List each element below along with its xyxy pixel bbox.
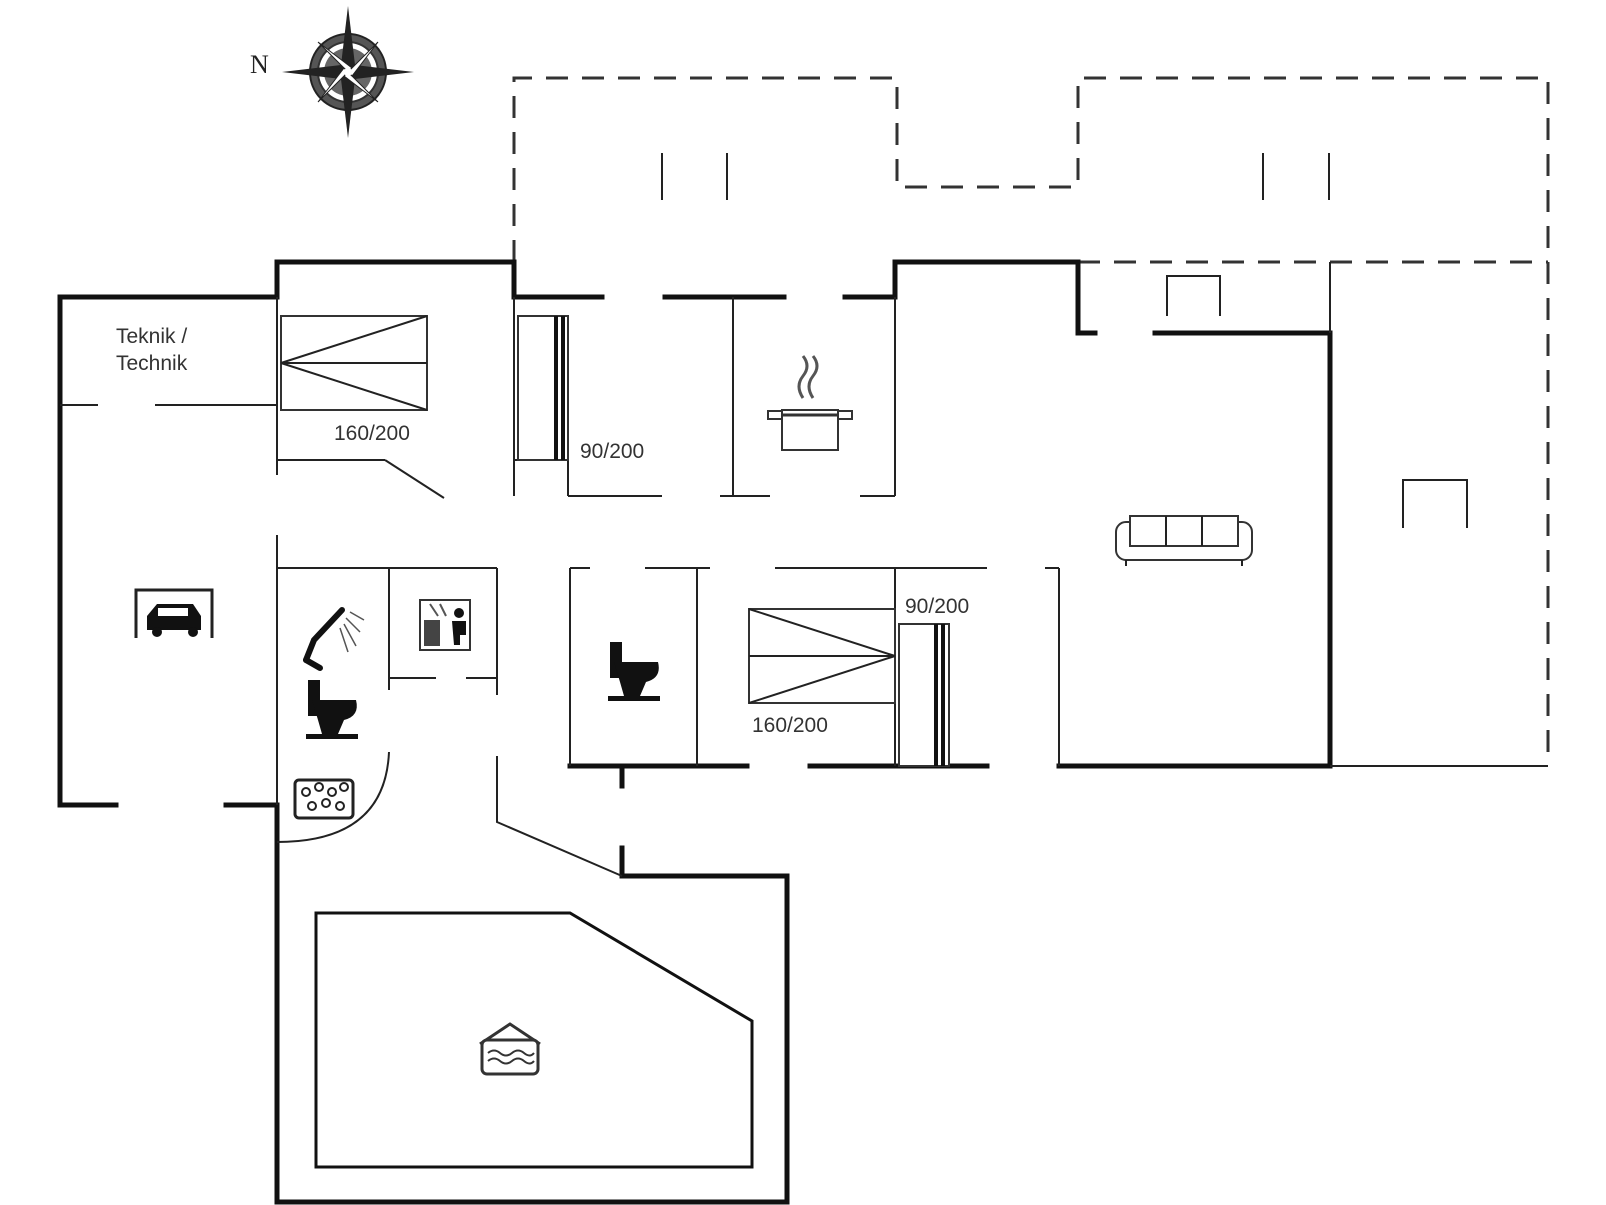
technik-room-label: Teknik / Technik <box>116 325 188 375</box>
garage-car-icon <box>134 588 214 638</box>
bed-size-label: 90/200 <box>580 440 644 463</box>
chair-icon <box>1402 479 1468 528</box>
bed-size-label: 160/200 <box>752 714 828 737</box>
north-label: N <box>250 50 269 79</box>
interior-walls <box>60 297 1060 843</box>
technik-label-line1: Teknik / <box>116 325 187 348</box>
cooking-pot-icon <box>767 355 853 451</box>
sofa-icon <box>1115 515 1253 566</box>
sauna-icon <box>419 599 471 651</box>
bed-size-label: 90/200 <box>905 595 969 618</box>
single-bed-icon: 90/200 <box>898 595 969 767</box>
single-bed-icon: 90/200 <box>517 315 644 463</box>
indoor-pool-icon <box>479 1022 541 1076</box>
whirlpool-icon <box>293 778 355 820</box>
bed-size-label: 160/200 <box>334 422 410 445</box>
compass-rose-icon: N <box>250 6 414 138</box>
toilet-icon <box>306 680 358 739</box>
double-bed-icon: 160/200 <box>280 315 428 445</box>
double-bed-icon: 160/200 <box>748 608 896 737</box>
terrace-outline <box>512 76 1550 766</box>
technik-label-line2: Technik <box>116 352 188 375</box>
chair-icon <box>1166 275 1221 316</box>
toilet-icon <box>608 642 660 701</box>
shower-icon <box>303 607 365 671</box>
